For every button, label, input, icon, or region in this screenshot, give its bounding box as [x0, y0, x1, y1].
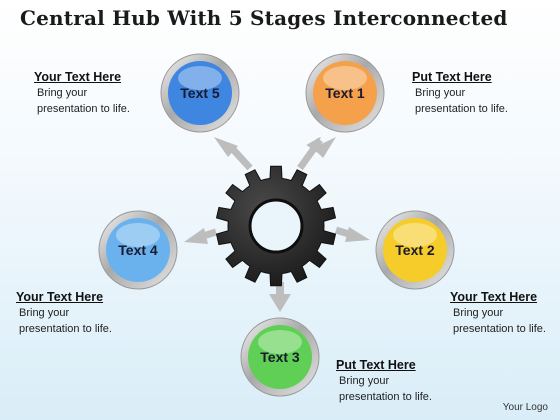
note-top-right: Put Text Here Bring your presentation to… [412, 70, 508, 117]
note-line-1: Bring your [453, 307, 504, 319]
note-heading: Your Text Here [450, 290, 538, 304]
note-line-2: presentation to life. [415, 103, 508, 115]
logo-text: Your Logo [502, 402, 548, 413]
arrow-to-stage-5 [214, 137, 253, 171]
note-line-2: presentation to life. [453, 323, 546, 335]
note-heading: Your Text Here [34, 70, 122, 84]
note-line-1: Bring your [415, 87, 466, 99]
note-middle-right: Your Text Here Bring your presentation t… [450, 290, 546, 337]
stage-label-5: Text 5 [180, 85, 220, 101]
note-line-2: presentation to life. [37, 103, 130, 115]
arrow-to-stage-2 [334, 226, 370, 242]
note-line-2: presentation to life. [339, 391, 432, 403]
note-line-1: Bring your [19, 307, 70, 319]
note-top-left: Your Text Here Bring your presentation t… [34, 70, 130, 117]
note-heading: Put Text Here [336, 358, 416, 372]
note-line-1: Bring your [37, 87, 88, 99]
note-bottom: Put Text Here Bring your presentation to… [336, 358, 432, 405]
stage-label-1: Text 1 [325, 85, 365, 101]
arrow-to-stage-4 [184, 228, 218, 244]
note-line-2: presentation to life. [19, 323, 112, 335]
stage-orb-2[interactable]: Text 2 [375, 210, 455, 290]
stage-orb-4[interactable]: Text 4 [98, 210, 178, 290]
arrow-to-stage-3 [269, 282, 291, 312]
note-heading: Your Text Here [16, 290, 104, 304]
stage-orb-1[interactable]: Text 1 [305, 53, 385, 133]
page-title: Central Hub With 5 Stages Interconnected [20, 6, 508, 30]
stage-orb-5[interactable]: Text 5 [160, 53, 240, 133]
gear-icon [215, 165, 337, 287]
arrow-to-stage-1 [297, 136, 336, 171]
note-line-1: Bring your [339, 375, 390, 387]
note-middle-left: Your Text Here Bring your presentation t… [16, 290, 112, 337]
note-heading: Put Text Here [412, 70, 492, 84]
stage-orb-3[interactable]: Text 3 [240, 317, 320, 397]
stage-label-2: Text 2 [395, 242, 435, 258]
stage-label-3: Text 3 [260, 349, 300, 365]
stage-label-4: Text 4 [118, 242, 158, 258]
